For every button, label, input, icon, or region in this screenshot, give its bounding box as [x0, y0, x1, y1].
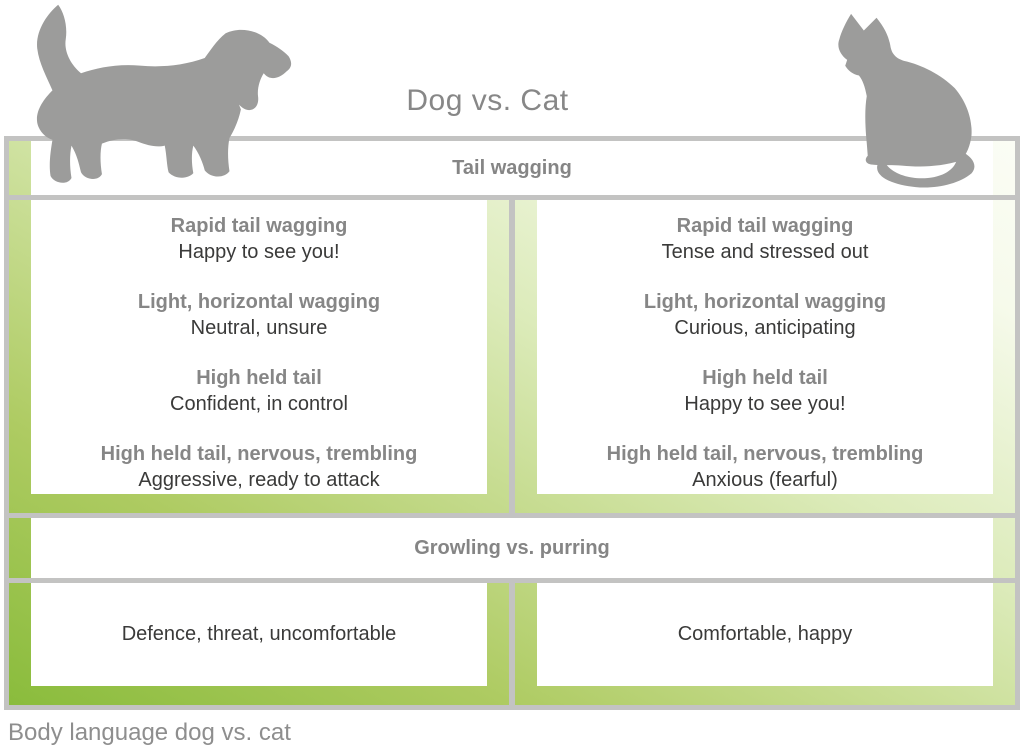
dog-silhouette-icon: [36, 4, 292, 183]
behavior-pair: High held tail, nervous, trembling Anxio…: [607, 441, 924, 493]
meaning-label: Comfortable, happy: [677, 623, 853, 645]
behavior-pair: Rapid tail wagging Happy to see you!: [171, 213, 348, 265]
cat-column: Comfortable, happy: [515, 583, 1015, 705]
signal-label: High held tail, nervous, trembling: [606, 443, 924, 465]
signal-label: Rapid tail wagging: [676, 215, 854, 237]
horizontal-divider: [9, 195, 1015, 200]
signal-label: Rapid tail wagging: [170, 215, 348, 237]
signal-label: Light, horizontal wagging: [643, 291, 887, 313]
page-title: Dog vs. Cat: [406, 84, 569, 117]
meaning-label: Tense and stressed out: [661, 241, 869, 263]
signal-label: High held tail: [196, 367, 322, 389]
vertical-divider: [509, 200, 515, 513]
dog-growling-cell: Defence, threat, uncomfortable: [31, 583, 487, 686]
cat-column: Rapid tail wagging Tense and stressed ou…: [515, 200, 1015, 513]
dog-column: Defence, threat, uncomfortable: [9, 583, 509, 705]
meaning-label: Happy to see you!: [684, 393, 846, 415]
meaning-label: Defence, threat, uncomfortable: [121, 623, 397, 645]
meaning-label: Curious, anticipating: [674, 317, 856, 339]
header-cell: Growling vs. purring: [31, 518, 993, 578]
signal-label: High held tail, nervous, trembling: [100, 443, 418, 465]
behavior-pair: Light, horizontal wagging Neutral, unsur…: [138, 289, 380, 341]
cat-silhouette-icon: [838, 13, 975, 188]
behavior-pair: Rapid tail wagging Tense and stressed ou…: [662, 213, 869, 265]
signal-label: Light, horizontal wagging: [137, 291, 381, 313]
behavior-pair: High held tail, nervous, trembling Aggre…: [101, 441, 418, 493]
horizontal-divider: [9, 578, 1015, 583]
header-label: Growling vs. purring: [414, 536, 610, 559]
header-label: Tail wagging: [452, 156, 572, 179]
meaning-label: Confident, in control: [170, 393, 348, 415]
cat-purring-cell: Comfortable, happy: [537, 583, 993, 686]
meaning-label: Aggressive, ready to attack: [138, 469, 380, 491]
tail-wagging-row: Rapid tail wagging Happy to see you! Lig…: [9, 200, 1015, 513]
meaning-label: Neutral, unsure: [190, 317, 328, 339]
vertical-divider: [509, 583, 515, 705]
cat-tail-cell: Rapid tail wagging Tense and stressed ou…: [537, 200, 993, 494]
comparison-table: Tail wagging Rapid tail wagging Happy to…: [4, 136, 1020, 710]
horizontal-divider: [9, 513, 1015, 518]
section-header-growling-purring: Growling vs. purring: [9, 518, 1015, 578]
meaning-label: Happy to see you!: [178, 241, 340, 263]
behavior-pair: High held tail Happy to see you!: [684, 365, 845, 417]
caption: Body language dog vs. cat: [8, 719, 291, 746]
dog-tail-cell: Rapid tail wagging Happy to see you! Lig…: [31, 200, 487, 494]
behavior-pair: High held tail Confident, in control: [170, 365, 348, 417]
meaning-label: Anxious (fearful): [692, 469, 838, 491]
dog-column: Rapid tail wagging Happy to see you! Lig…: [9, 200, 509, 513]
signal-label: High held tail: [702, 367, 828, 389]
behavior-pair: Light, horizontal wagging Curious, antic…: [644, 289, 886, 341]
growling-purring-row: Defence, threat, uncomfortable Comfortab…: [9, 583, 1015, 705]
